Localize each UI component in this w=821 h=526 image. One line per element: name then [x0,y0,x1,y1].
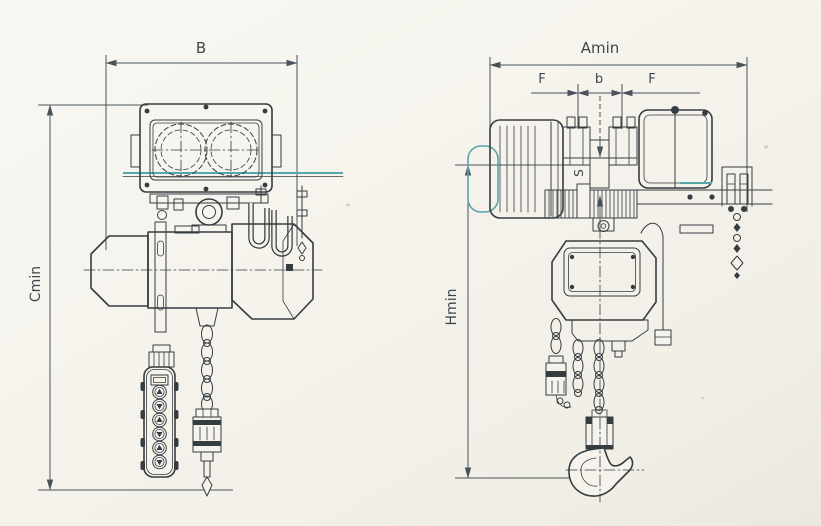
pendant-control [140,344,179,478]
beam-clamp [721,166,753,279]
suspension-assembly [149,185,308,261]
dim-label-hmin: Hmin [444,289,460,326]
dimension-hmin: Hmin [444,164,612,479]
front-view: B Cmin [28,39,344,497]
dimension-cmin: Cmin [28,104,233,491]
trolley-side [544,116,638,232]
chain-end-stop [192,408,222,497]
dim-label-b: B [196,39,206,57]
chain-guide-box [571,319,649,342]
pendant-cable-gland [148,351,175,368]
dimension-amin: Amin [489,39,748,212]
chain-exit-guide [195,307,219,327]
dim-label-f-left: F [538,72,545,87]
housing-tab-right [271,134,282,168]
limit-rod [640,222,672,346]
dim-label-cmin: Cmin [28,266,44,302]
hoist-body-side [551,240,657,358]
dimension-s: S [572,96,604,228]
hoist-body-front [83,221,323,333]
ribbed-couplings [544,183,638,219]
trolley-wheel-right [608,126,638,166]
runway-beam [636,189,773,205]
torque-bar [679,224,714,234]
chain-falls-side [545,318,605,414]
dim-label-s: S [572,169,586,177]
chain-guide-tubes [248,203,293,257]
dimension-f-b-f: F b F [531,72,700,129]
housing-tab-left [130,134,141,168]
trolley-wheel-left [562,126,591,166]
trolley-housing [130,103,282,193]
drop-stop-chain [730,213,744,279]
chain-fall-c [593,339,605,414]
pendant-buttons[interactable] [152,384,167,470]
dim-label-b-small: b [595,72,603,87]
side-view: Amin F b F Hmin [444,39,773,503]
chain-fall-b [572,339,584,397]
pendant-strap [154,221,167,333]
dim-label-amin: Amin [581,39,620,57]
hook-assembly [568,409,634,497]
load-chain-front [201,324,213,413]
load-hook [568,447,634,497]
scan-artifacts [345,145,768,400]
control-box [638,106,714,234]
chain-fall-a [545,318,572,409]
rod-knob [671,106,679,114]
trolley-wheels-front [151,121,261,179]
dim-label-f-right: F [648,72,655,87]
motor-side [467,119,564,219]
pendant-bumpers [140,382,179,470]
